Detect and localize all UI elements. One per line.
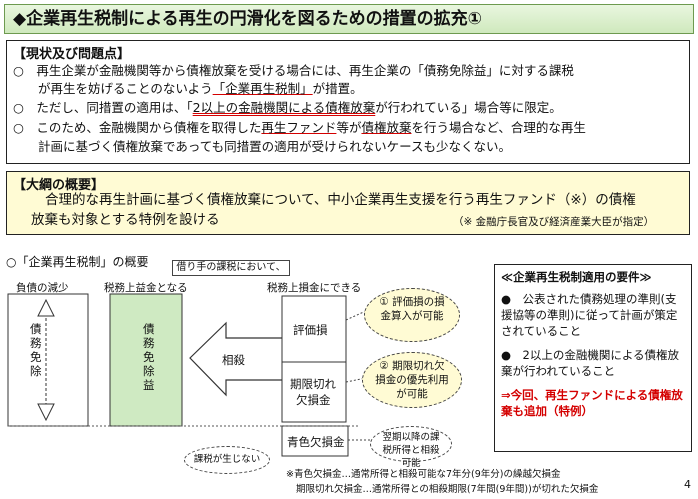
issue-bullet-3-line-1: ○ このため、金融機関から債権を取得した再生ファンド等が債権放棄を行う場合など、… xyxy=(13,120,586,135)
debt-forgiveness-label: 債務免除 xyxy=(30,322,44,378)
offset-label: 相殺 xyxy=(222,353,245,367)
valuation-loss-box xyxy=(281,295,347,363)
current-issues-section: 【現状及び問題点】 ○ 再生企業が金融機関等から債権放棄を受ける場合には、再生企… xyxy=(6,40,690,164)
bubble-no-tax: 課税が生じない xyxy=(184,446,270,474)
borrower-note: 借り手の課税において、 xyxy=(172,260,290,276)
bubble-expired-loss: ② 期限切れ欠損金の優先利用が可能 xyxy=(362,352,462,408)
current-issues-heading: 【現状及び問題点】 xyxy=(13,47,131,62)
outline-note: （※ 金融庁長官及び経済産業大臣が指定） xyxy=(453,216,655,228)
page-title: ◆企業再生税制による再生の円滑化を図るための措置の拡充① xyxy=(4,4,694,34)
page-number: 4 xyxy=(684,478,691,491)
label-debt-reduction: 負債の減少 xyxy=(16,282,69,294)
valuation-loss-label: 評価損 xyxy=(293,323,328,337)
issue-bullet-2: ○ ただし、同措置の適用は、「2以上の金融機関による債権放棄が行われている」場合… xyxy=(13,100,562,115)
outline-line-1: 合理的な再生計画に基づく債権放棄について、中小企業再生支援を行う再生ファンド（※… xyxy=(45,192,636,208)
outline-heading: 【大綱の概要】 xyxy=(13,178,105,193)
footnote-expired-loss: 期限切れ欠損金…通常所得との相殺期限(7年間(9年間))が切れた欠損金 xyxy=(296,484,599,495)
requirements-title: ≪企業再生税制適用の要件≫ xyxy=(501,270,652,284)
debt-gain-label: 債務免除益 xyxy=(143,322,155,392)
outline-line-2: 放棄も対象とする特例を設ける xyxy=(31,212,220,228)
label-deductible: 税務上損金にできる xyxy=(267,282,362,294)
debt-gain-box xyxy=(109,293,183,427)
label-taxable-gain: 税務上益金となる xyxy=(104,282,188,294)
issue-bullet-1-line-2: が再生を妨げることのないよう「企業再生税制」が措置。 xyxy=(13,81,363,96)
issue-bullet-3-line-2: 計画に基づく債権放棄であっても同措置の適用が受けられないケースも少なくない。 xyxy=(13,139,512,154)
outline-section: 【大綱の概要】 合理的な再生計画に基づく債権放棄について、中小企業再生支援を行う… xyxy=(6,171,690,235)
requirements-box: ≪企業再生税制適用の要件≫ ● 公表された債務処理の準則(支援協等の準則)に従っ… xyxy=(494,264,692,452)
blue-loss-label: 青色欠損金 xyxy=(287,435,345,449)
bubble-future-offset: 翌期以降の課税所得と相殺可能 xyxy=(370,426,452,469)
issue-bullet-1-line-1: ○ 再生企業が金融機関等から債権放棄を受ける場合には、再生企業の「債務免除益」に… xyxy=(13,63,574,78)
requirement-2: ● 2以上の金融機関による債権放棄が行われていること xyxy=(501,348,680,378)
expired-loss-label-1: 期限切れ xyxy=(290,377,336,391)
requirement-1: ● 公表された債務処理の準則(支援協等の準則)に従って計画が策定されていること xyxy=(501,292,678,338)
footnote-blue-loss: ※青色欠損金…通常所得と相殺可能な7年分(9年分)の繰越欠損金 xyxy=(286,469,561,480)
diagram-title: ○「企業再生税制」の概要 xyxy=(6,255,149,269)
expired-loss-box xyxy=(281,361,347,423)
bubble-valuation-loss: ① 評価損の損金算入が可能 xyxy=(364,288,460,342)
double-arrow-icon xyxy=(37,298,55,422)
blue-loss-box xyxy=(281,425,349,457)
expired-loss-label-2: 欠損金 xyxy=(296,393,331,407)
requirement-3: ⇒今回、再生ファンドによる債権放棄も追加（特例） xyxy=(501,388,683,418)
